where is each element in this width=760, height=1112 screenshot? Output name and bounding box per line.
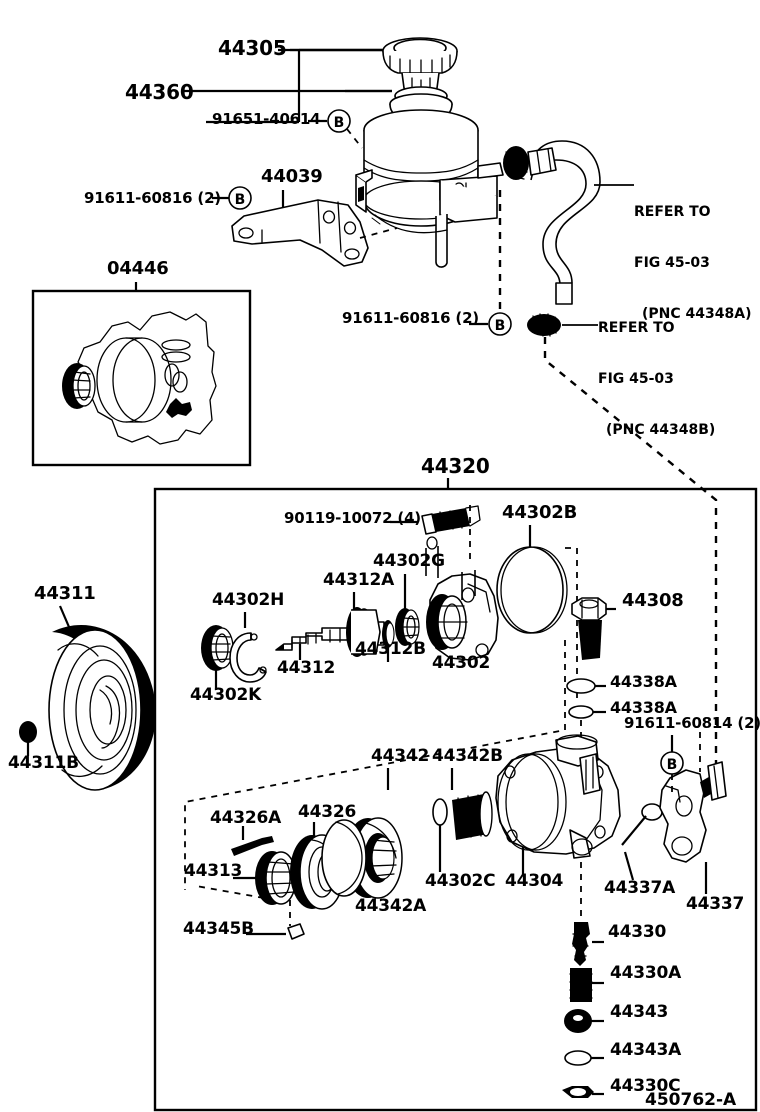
hose-clamp-lower — [527, 313, 561, 337]
label-91611-60816-bracket: 91611-60816 (2) — [84, 189, 221, 207]
part-44313-cam-ring — [195, 851, 297, 905]
label-44308: 44308 — [622, 590, 684, 611]
part-44302B-oring — [496, 525, 568, 634]
refer-line-1: REFER TO — [598, 320, 675, 336]
refer-line-2: FIG 45-03 — [634, 255, 710, 271]
label-44338A-1: 44338A — [610, 672, 677, 691]
refer-note-44348A: REFER TO FIG 45-03 (PNC 44348A) — [634, 170, 751, 340]
part-44343-plug — [564, 1009, 604, 1033]
label-91611-60814: 91611-60814 (2) — [624, 714, 760, 732]
part-44302H-snap-ring — [229, 612, 267, 683]
refer-line-2: FIG 45-03 — [598, 371, 674, 387]
label-44305: 44305 — [218, 36, 287, 60]
label-44302C: 44302C — [425, 871, 496, 891]
label-44338A-2: 44338A — [610, 698, 677, 717]
part-44343A-oring — [564, 1050, 604, 1066]
label-44302B: 44302B — [502, 502, 578, 523]
part-44311-pulley — [48, 605, 156, 791]
label-44326: 44326 — [298, 802, 357, 822]
part-90119-10072-bolt — [390, 505, 481, 535]
part-44360-reservoir-tank — [355, 86, 504, 268]
bolt-marker-91651: B — [308, 109, 363, 149]
label-44342A: 44342A — [355, 896, 427, 916]
label-44342: 44342 — [371, 746, 430, 766]
label-44330A: 44330A — [610, 963, 682, 983]
part-44342-rotor — [321, 768, 390, 897]
part-44302K-oil-seal — [201, 625, 234, 690]
label-44326A: 44326A — [210, 808, 282, 828]
part-44338A-gasket-1 — [566, 678, 606, 694]
diagram-id: 450762-A — [645, 1090, 737, 1110]
label-44360: 44360 — [125, 80, 194, 104]
part-44345B-pin — [246, 900, 305, 940]
box-04446-gasket-kit — [31, 282, 252, 467]
label-44311: 44311 — [34, 583, 96, 604]
part-44304-rear-housing — [495, 734, 621, 876]
label-44312: 44312 — [277, 658, 336, 678]
svg-text:B: B — [667, 757, 678, 773]
label-44311B: 44311B — [8, 753, 79, 773]
label-44312B: 44312B — [355, 639, 426, 659]
box-44320-pump-assembly — [153, 478, 758, 1112]
svg-text:B: B — [495, 318, 506, 334]
part-44348-hose — [527, 140, 601, 305]
svg-text:B: B — [334, 115, 345, 131]
part-44312B-washer — [382, 620, 395, 662]
hose-clamp-upper — [503, 146, 529, 180]
part-44302C-oring — [432, 798, 448, 872]
label-44304: 44304 — [505, 871, 564, 891]
part-44039-bracket — [231, 190, 398, 267]
refer-line-3: (PNC 44348A) — [642, 306, 752, 322]
part-44308-union-bolt — [571, 597, 616, 660]
refer-line-1: REFER TO — [634, 204, 711, 220]
label-44342B: 44342B — [432, 746, 503, 766]
label-44320: 44320 — [421, 454, 490, 478]
label-44302G: 44302G — [373, 551, 445, 571]
label-04446: 04446 — [107, 258, 169, 279]
part-44330C-oring — [562, 1086, 604, 1098]
part-44342B-spring — [450, 768, 493, 840]
bolt-marker-91611-pump: B — [469, 312, 512, 336]
label-90119-10072: 90119-10072 (4) — [284, 509, 421, 527]
bolt-marker-91611-bracket: B — [212, 186, 252, 210]
label-44039: 44039 — [261, 166, 323, 187]
label-44345B: 44345B — [183, 919, 254, 939]
label-44302H: 44302H — [212, 590, 285, 610]
part-44330A-spring — [569, 968, 604, 1002]
label-44343: 44343 — [610, 1002, 669, 1022]
part-44330-flow-valve — [572, 862, 604, 966]
label-44330C: 44330C — [610, 1076, 681, 1096]
label-44337A: 44337A — [604, 878, 676, 898]
label-44302K: 44302K — [190, 685, 262, 705]
part-44338A-gasket-2 — [568, 705, 606, 719]
label-44330: 44330 — [608, 922, 667, 942]
label-91651-40614: 91651-40614 — [212, 110, 321, 128]
part-44302-front-housing — [425, 536, 499, 661]
label-44343A: 44343A — [610, 1040, 682, 1060]
part-44302G-oil-seal — [395, 574, 420, 646]
part-44311B-key — [19, 721, 37, 756]
label-44312A: 44312A — [323, 570, 395, 590]
part-44326A-pin — [231, 826, 274, 856]
refer-note-44348B: REFER TO FIG 45-03 (PNC 44348B) — [598, 286, 715, 456]
label-44337: 44337 — [686, 894, 745, 914]
label-91611-60816-pump: 91611-60816 (2) — [342, 309, 479, 327]
label-44313: 44313 — [184, 861, 243, 881]
svg-text:B: B — [235, 192, 246, 208]
part-44337A-pin — [621, 803, 663, 881]
label-44302: 44302 — [432, 653, 491, 673]
refer-line-3: (PNC 44348B) — [606, 422, 716, 438]
part-44337-bracket — [659, 761, 727, 894]
bolt-marker-91611-60814: B — [660, 735, 684, 796]
part-44312A-bearing — [346, 592, 381, 657]
